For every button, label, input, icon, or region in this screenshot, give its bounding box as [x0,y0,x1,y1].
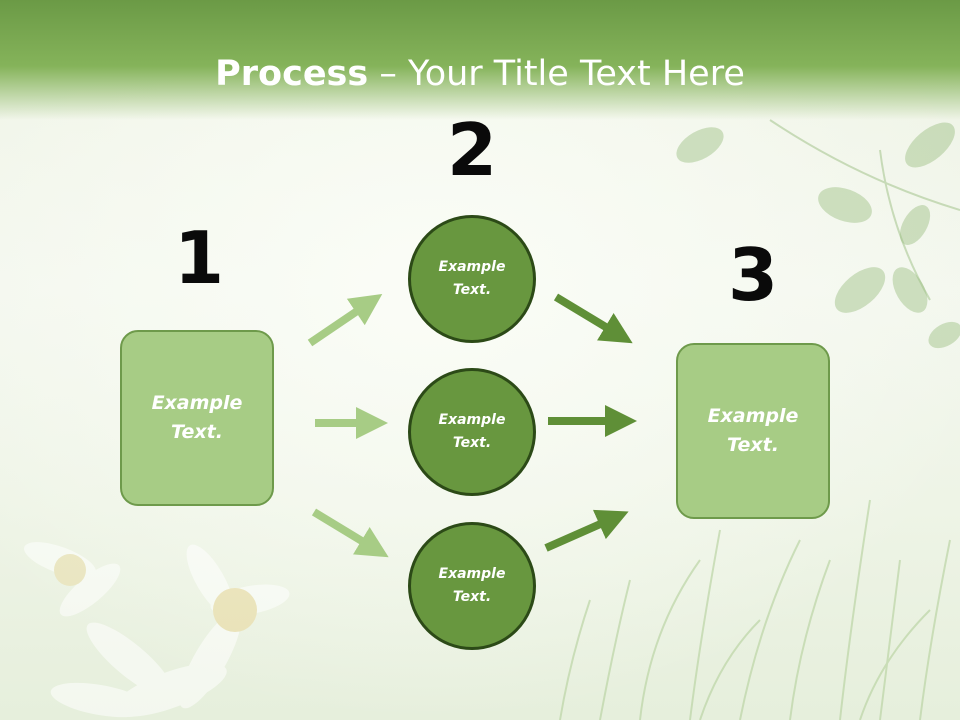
circle-top-label: Example Text. [438,259,506,298]
step-3-label: Example Text. [707,405,799,456]
arrow-1-to-top [307,294,383,347]
step-2-circle-top: Example Text. [408,215,536,343]
circle-middle-label: Example Text. [438,412,506,451]
step-number-2: 2 [446,108,498,192]
title-strong: Process [215,54,369,94]
circle-bottom-label: Example Text. [438,566,506,605]
arrow-bottom-to-3 [544,509,629,552]
header-banner [0,0,960,120]
step-3-box: Example Text. [676,343,830,519]
arrow-1-to-bottom [311,508,389,558]
step-1-box: Example Text. [120,330,274,506]
step-number-1: 1 [173,216,225,300]
page-title: Process – Your Title Text Here [0,50,960,98]
step-2-circle-middle: Example Text. [408,368,536,496]
step-2-circle-bottom: Example Text. [408,522,536,650]
step-1-label: Example Text. [151,392,243,443]
step-number-3: 3 [727,233,779,317]
title-rest: – Your Title Text Here [368,54,745,94]
arrow-top-to-3 [553,293,633,344]
